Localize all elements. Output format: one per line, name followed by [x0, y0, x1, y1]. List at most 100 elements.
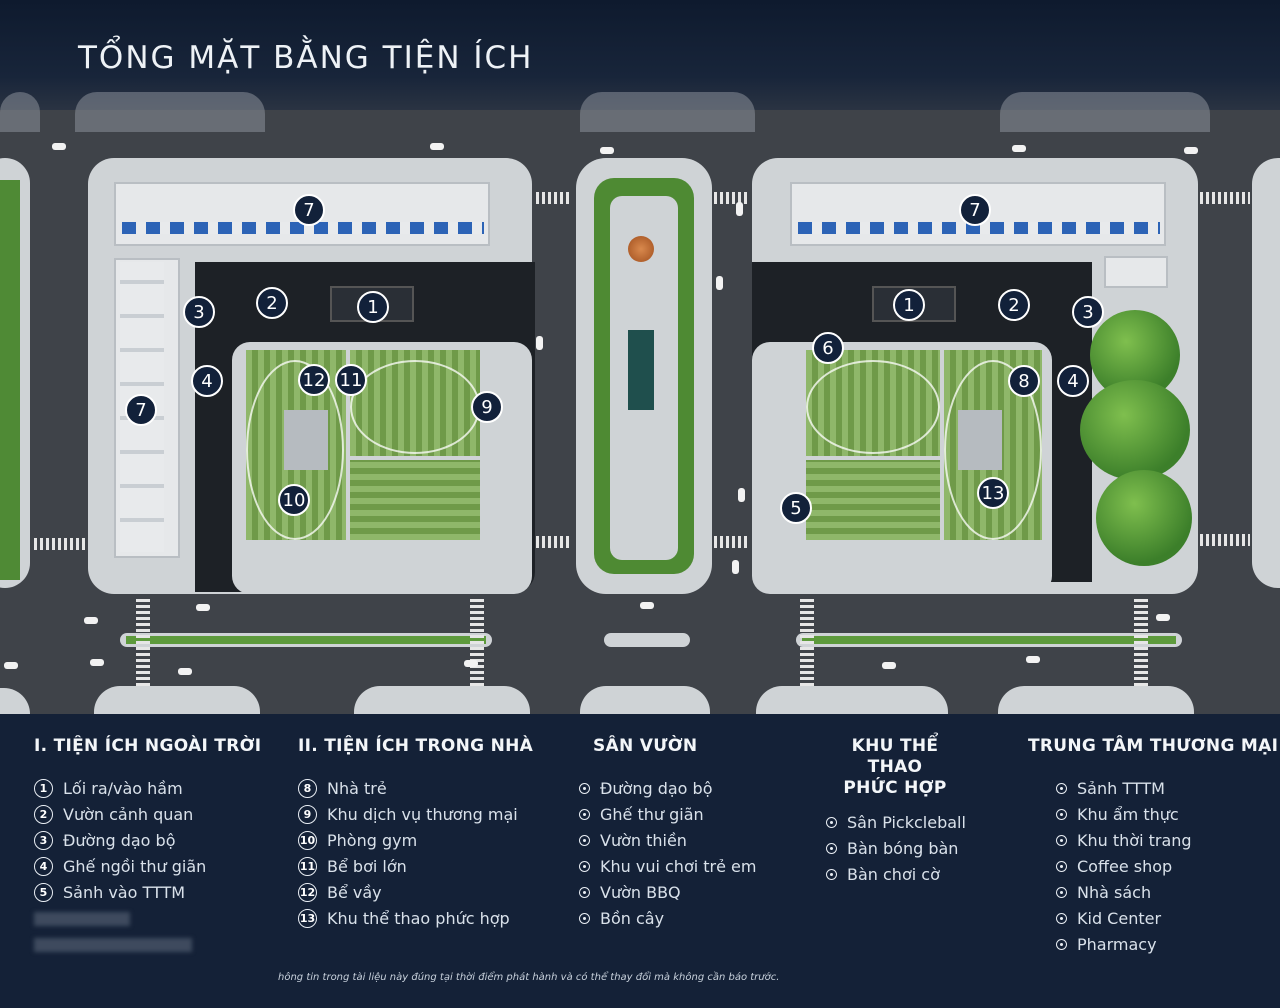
- legend-item: Coffee shop: [1056, 853, 1278, 879]
- crosswalk: [800, 598, 814, 686]
- car: [640, 602, 654, 609]
- adjacent-block: [580, 686, 710, 714]
- number-badge: 13: [298, 908, 317, 928]
- crosswalk: [1134, 598, 1148, 686]
- legend-item-label: Khu thể thao phức hợp: [327, 908, 510, 928]
- shophouse-facade: [122, 222, 484, 234]
- map-marker[interactable]: 5: [780, 492, 812, 524]
- adjacent-block: [580, 92, 755, 132]
- crosswalk: [536, 536, 572, 548]
- number-badge: 4: [34, 856, 53, 876]
- map-marker[interactable]: 3: [183, 296, 215, 328]
- roof-lawn: [806, 460, 940, 540]
- tree: [1096, 470, 1192, 566]
- map-marker[interactable]: 13: [977, 477, 1009, 509]
- number-badge: 9: [298, 804, 317, 824]
- legend-item-label: Khu thời trang: [1077, 830, 1192, 850]
- legend-item: Khu thời trang: [1056, 827, 1278, 853]
- legend-item: Sân Pickcleball: [826, 809, 966, 835]
- car: [536, 336, 543, 350]
- lawn: [0, 180, 20, 580]
- median: [604, 633, 690, 647]
- shophouse-row-top-right: [790, 182, 1166, 246]
- map-marker[interactable]: 4: [1057, 365, 1089, 397]
- car: [52, 143, 66, 150]
- bullet-icon: [579, 912, 590, 924]
- legend-sports-title-line1: KHU THỂ THAO: [851, 736, 939, 777]
- legend-item: 13 Khu thể thao phức hợp: [298, 905, 533, 931]
- car: [84, 617, 98, 624]
- car: [196, 604, 210, 611]
- legend-item: Vườn BBQ: [579, 879, 756, 905]
- legend-indoor-title: II. TIỆN ÍCH TRONG NHÀ: [298, 736, 534, 756]
- bullet-icon: [1056, 938, 1067, 950]
- car: [882, 662, 896, 669]
- bullet-icon: [1056, 834, 1067, 846]
- car: [736, 202, 743, 216]
- adjacent-block: [75, 92, 265, 132]
- roof-lawn: [350, 460, 480, 540]
- map-marker[interactable]: 11: [335, 364, 367, 396]
- map-marker[interactable]: 2: [256, 287, 288, 319]
- legend-item-label: Sảnh TTTM: [1077, 778, 1165, 798]
- legend-item: Khu vui chơi trẻ em: [579, 853, 756, 879]
- map-marker[interactable]: 1: [893, 289, 925, 321]
- car: [1012, 145, 1026, 152]
- legend-item-label: Vườn BBQ: [600, 882, 681, 902]
- header-band: [0, 0, 1280, 110]
- map-marker[interactable]: 10: [278, 484, 310, 516]
- site-plan-map: TỔNG MẶT BẰNG TIỆN ÍCH: [0, 0, 1280, 714]
- legend-item-label: Bàn bóng bàn: [847, 838, 959, 858]
- car: [1156, 614, 1170, 621]
- number-badge: 8: [298, 778, 317, 798]
- car: [1026, 656, 1040, 663]
- legend-item: Nhà sách: [1056, 879, 1278, 905]
- map-marker[interactable]: 9: [471, 391, 503, 423]
- legend-item: Bồn cây: [579, 905, 756, 931]
- map-marker[interactable]: 8: [1008, 365, 1040, 397]
- legend-item: Bàn chơi cờ: [826, 861, 966, 887]
- legend-item-label: Khu dịch vụ thương mại: [327, 804, 518, 824]
- legend-item: Kid Center: [1056, 905, 1278, 931]
- map-marker[interactable]: 3: [1072, 296, 1104, 328]
- roof-curve: [350, 360, 480, 454]
- car: [732, 560, 739, 574]
- map-marker[interactable]: 12: [298, 364, 330, 396]
- crosswalk: [34, 538, 86, 550]
- map-marker[interactable]: 1: [357, 291, 389, 323]
- legend-item-label: Nhà sách: [1077, 882, 1152, 902]
- legend-item-label: Đường dạo bộ: [600, 778, 713, 798]
- car: [90, 659, 104, 666]
- redacted-text: [34, 938, 192, 952]
- map-marker[interactable]: 7: [293, 194, 325, 226]
- number-badge: 12: [298, 882, 317, 902]
- map-marker[interactable]: 6: [812, 332, 844, 364]
- median-planting: [802, 636, 1176, 644]
- legend-item: Đường dạo bộ: [579, 775, 756, 801]
- legend-item-label: Sân Pickcleball: [847, 812, 966, 832]
- car: [178, 668, 192, 675]
- map-marker[interactable]: 4: [191, 365, 223, 397]
- legend-item-label: Bàn chơi cờ: [847, 864, 940, 884]
- map-marker[interactable]: 7: [125, 394, 157, 426]
- adjacent-block: [354, 686, 530, 714]
- crosswalk: [1200, 192, 1250, 204]
- legend-item-label: Kid Center: [1077, 908, 1162, 928]
- disclaimer-text: hông tin trong tài liệu này đúng tại thờ…: [278, 972, 780, 983]
- car: [600, 147, 614, 154]
- tree: [1080, 380, 1190, 480]
- map-marker[interactable]: 2: [998, 289, 1030, 321]
- bullet-icon: [826, 868, 837, 880]
- legend-item-label: Pharmacy: [1077, 934, 1157, 954]
- car: [1184, 147, 1198, 154]
- crosswalk: [136, 598, 150, 686]
- legend-item-label: Nhà trẻ: [327, 778, 387, 798]
- map-marker[interactable]: 7: [959, 194, 991, 226]
- bullet-icon: [1056, 912, 1067, 924]
- legend-sports: KHU THỂ THAO PHỨC HỢP Sân Pickcleball Bà…: [826, 736, 966, 887]
- crosswalk: [536, 192, 572, 204]
- number-badge: 3: [34, 830, 53, 850]
